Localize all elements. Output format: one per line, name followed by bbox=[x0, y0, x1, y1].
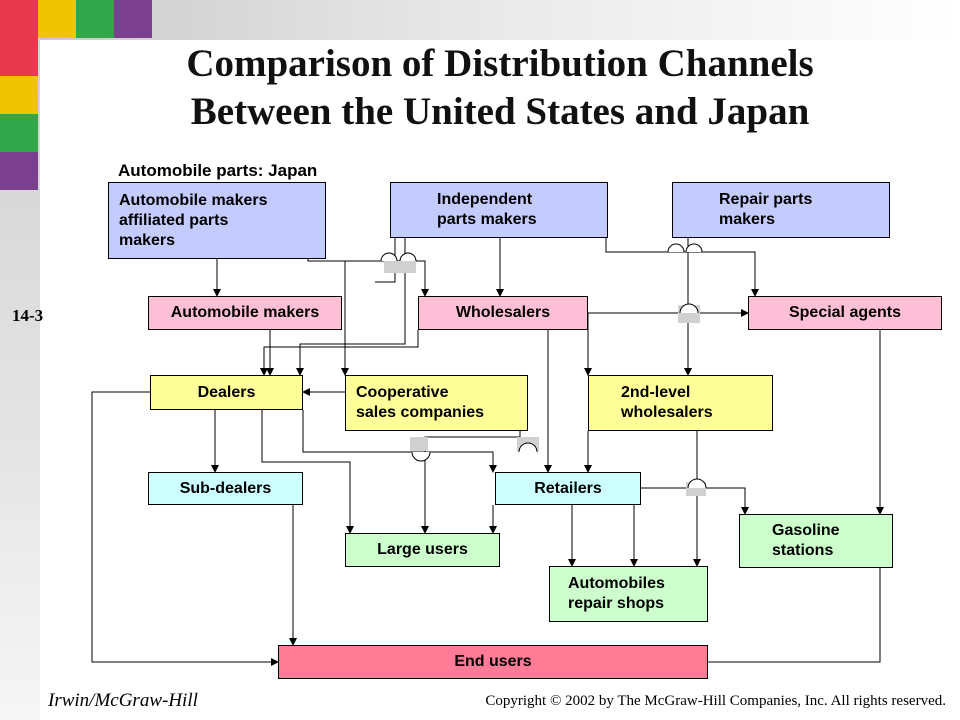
bridge-pad-3 bbox=[410, 437, 428, 451]
node-repair-shops-label: Automobiles repair shops bbox=[568, 575, 665, 612]
bridge-hump-2 bbox=[399, 252, 417, 262]
node-affiliated-makers-label: Automobile makers affiliated parts maker… bbox=[119, 191, 268, 249]
title-line-1: Comparison of Distribution Channels bbox=[186, 42, 814, 85]
node-large-users: Large users bbox=[345, 533, 500, 567]
publisher-label: Irwin/McGraw-Hill bbox=[48, 690, 198, 711]
slide-title: Comparison of Distribution Channels Betw… bbox=[40, 40, 960, 136]
node-special-agents-label: Special agents bbox=[788, 304, 902, 321]
node-automobile-makers-label: Automobile makers bbox=[170, 304, 320, 321]
bridge-hump-5 bbox=[679, 303, 699, 314]
edge-dealers-to-end-users bbox=[91, 391, 279, 666]
edge-dealers-to-retailers bbox=[302, 410, 497, 473]
node-sub-dealers-label: Sub-dealers bbox=[179, 479, 272, 497]
bridge-hump-3 bbox=[667, 243, 685, 253]
node-gasoline-stations-label: Gasoline stations bbox=[772, 522, 840, 559]
node-second-level-wholesalers-label: 2nd-level wholesalers bbox=[621, 384, 713, 421]
node-dealers-label: Dealers bbox=[197, 383, 256, 401]
edge-cooperative-to-large-users bbox=[421, 431, 521, 534]
node-repair-shops: Automobiles repair shops bbox=[549, 566, 708, 622]
edge-dealers-to-large-users bbox=[261, 410, 354, 534]
node-repair-parts-makers: Repair parts makers bbox=[672, 182, 890, 238]
bridge-pad-1 bbox=[384, 261, 416, 273]
node-gasoline-stations: Gasoline stations bbox=[739, 514, 893, 568]
node-independent-makers-label: Independent parts makers bbox=[437, 191, 537, 228]
node-automobile-makers: Automobile makers bbox=[148, 296, 342, 330]
node-end-users-label: End users bbox=[454, 653, 532, 670]
edge-independent-to-automakers bbox=[375, 238, 396, 283]
node-end-users: End users bbox=[278, 645, 708, 679]
node-dealers: Dealers bbox=[150, 375, 303, 410]
edge-independent-to-dealers bbox=[296, 238, 406, 376]
node-large-users-label: Large users bbox=[377, 541, 468, 558]
copyright-notice: Copyright © 2002 by The McGraw-Hill Comp… bbox=[485, 693, 946, 709]
node-wholesalers: Wholesalers bbox=[418, 296, 588, 330]
deco-square-red-side bbox=[0, 38, 38, 76]
bridge-hump-1 bbox=[380, 252, 398, 262]
deco-square-green-side bbox=[0, 114, 38, 152]
edge-special-to-end-users bbox=[708, 568, 881, 663]
node-repair-parts-makers-label: Repair parts makers bbox=[719, 191, 813, 228]
bridge-hump-8 bbox=[687, 478, 707, 489]
deco-square-red bbox=[0, 0, 38, 38]
bridge-hump-7 bbox=[518, 442, 538, 453]
node-retailers-label: Retailers bbox=[534, 479, 602, 497]
deco-square-purple bbox=[114, 0, 152, 38]
title-line-2: Between the United States and Japan bbox=[190, 90, 810, 133]
node-sub-dealers: Sub-dealers bbox=[148, 472, 303, 505]
node-second-level-wholesalers: 2nd-level wholesalers bbox=[588, 375, 773, 431]
node-independent-makers: Independent parts makers bbox=[390, 182, 608, 238]
node-wholesalers-label: Wholesalers bbox=[455, 304, 551, 321]
edge-retailers-to-gasoline bbox=[641, 487, 749, 515]
deco-square-yellow-side bbox=[0, 76, 38, 114]
bridge-hump-6 bbox=[411, 451, 431, 462]
deco-square-purple-side bbox=[0, 152, 38, 190]
node-cooperative-label: Cooperative sales companies bbox=[356, 384, 485, 421]
diagram-subtitle: Automobile parts: Japan bbox=[118, 161, 318, 180]
node-affiliated-makers: Automobile makers affiliated parts maker… bbox=[108, 182, 326, 259]
header-gradient-band bbox=[0, 0, 960, 40]
node-cooperative: Cooperative sales companies bbox=[345, 375, 528, 431]
deco-square-yellow bbox=[38, 0, 76, 38]
bridge-hump-4 bbox=[685, 243, 703, 253]
node-special-agents: Special agents bbox=[748, 296, 942, 330]
deco-square-green bbox=[76, 0, 114, 38]
edge-wholesalers-to-dealers bbox=[260, 330, 419, 376]
node-retailers: Retailers bbox=[495, 472, 641, 505]
slide-number: 14-3 bbox=[12, 306, 44, 325]
